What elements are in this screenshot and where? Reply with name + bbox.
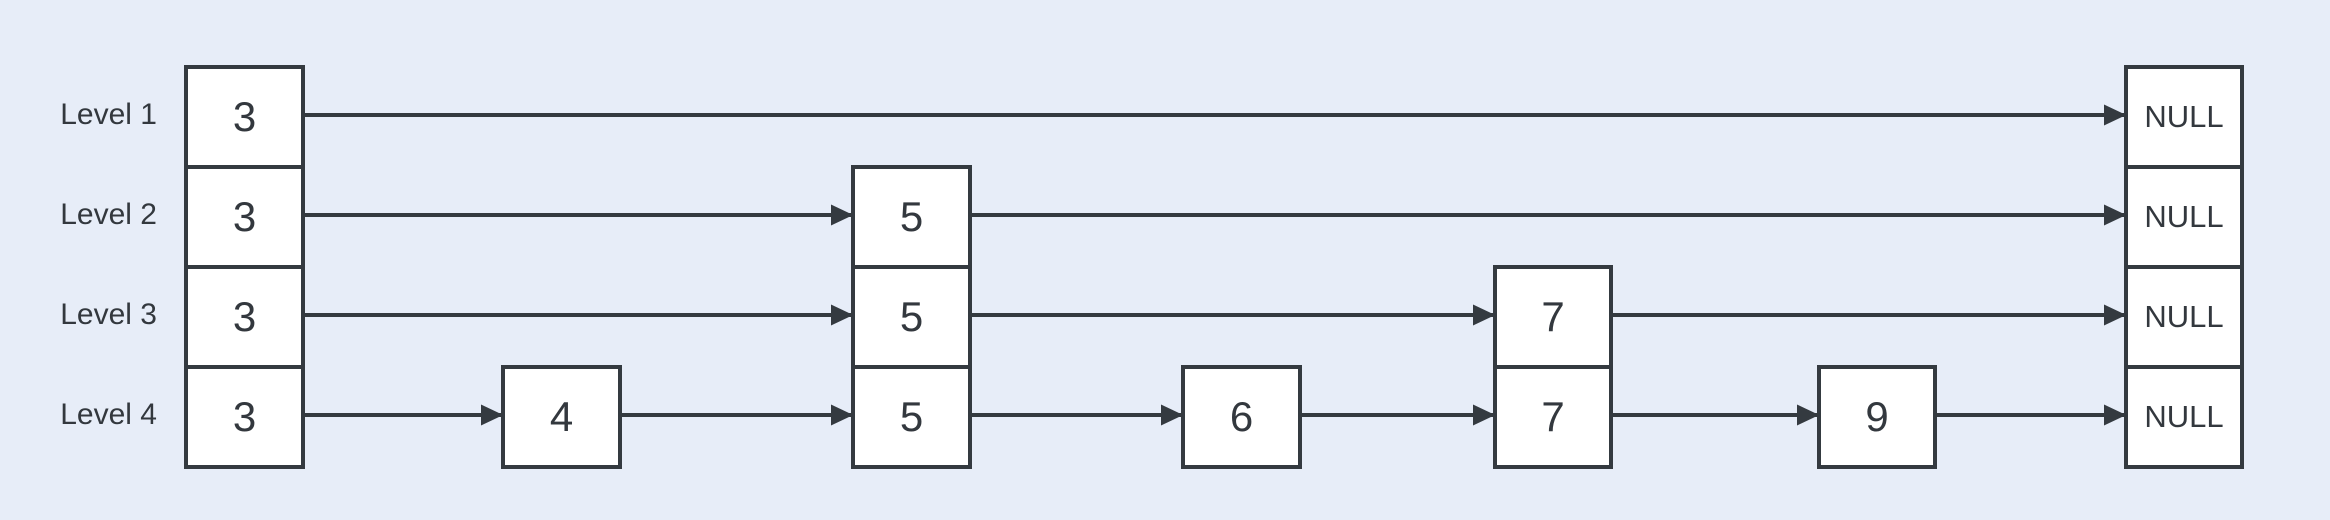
level-label: Level 4 [60, 398, 157, 431]
level-label: Level 2 [60, 198, 157, 231]
node-4: 4 [501, 365, 622, 469]
node-cell-3-level-3: 3 [184, 265, 305, 369]
node-cell-9-level-4: 9 [1817, 365, 1937, 469]
node-cell-7-level-4: 7 [1493, 365, 1613, 469]
level-label: Level 3 [60, 298, 157, 331]
node-cell-4-level-4: 4 [501, 365, 622, 469]
node-cell-3-level-1: 3 [184, 65, 305, 169]
node-cell-3-level-4: 3 [184, 365, 305, 469]
node-cell-null-level-4: NULL [2124, 365, 2244, 469]
node-9: 9 [1817, 365, 1937, 469]
level-label: Level 1 [60, 98, 157, 131]
